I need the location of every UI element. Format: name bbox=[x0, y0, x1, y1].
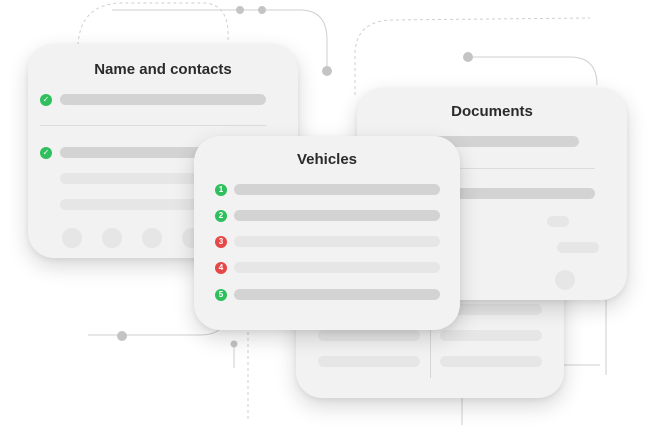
step-2-icon: 2 bbox=[215, 210, 227, 222]
step-4-icon: 4 bbox=[215, 262, 227, 274]
vehicle-row-bar[interactable] bbox=[234, 236, 440, 247]
step-5-icon: 5 bbox=[215, 289, 227, 301]
placeholder-bar bbox=[318, 356, 420, 367]
placeholder-bar bbox=[557, 242, 599, 253]
section-divider bbox=[407, 168, 595, 169]
placeholder-bar bbox=[547, 216, 569, 227]
placeholder-bar bbox=[407, 136, 579, 147]
vehicle-row-bar[interactable] bbox=[234, 289, 440, 300]
card-title: Documents bbox=[451, 103, 533, 120]
placeholder-dot bbox=[62, 228, 82, 248]
placeholder-bar bbox=[60, 199, 230, 210]
step-1-icon: 1 bbox=[215, 184, 227, 196]
card-title: Name and contacts bbox=[94, 61, 232, 78]
section-divider bbox=[40, 125, 266, 126]
card-title: Vehicles bbox=[296, 151, 358, 168]
placeholder-bar bbox=[407, 188, 595, 199]
placeholder-bar bbox=[440, 330, 542, 341]
placeholder-bar bbox=[60, 94, 266, 105]
placeholder-bar bbox=[440, 304, 542, 315]
vehicle-row-bar[interactable] bbox=[234, 184, 440, 195]
placeholder-bar bbox=[60, 173, 230, 184]
placeholder-dot bbox=[142, 228, 162, 248]
placeholder-dot bbox=[102, 228, 122, 248]
check-circle-icon: ✓ bbox=[40, 147, 52, 159]
vehicle-row-bar[interactable] bbox=[234, 262, 440, 273]
vehicles-card[interactable]: Vehicles 1 2 3 4 5 bbox=[194, 136, 460, 330]
step-3-icon: 3 bbox=[215, 236, 227, 248]
placeholder-bar bbox=[440, 356, 542, 367]
placeholder-bar bbox=[60, 147, 230, 158]
column-divider bbox=[430, 316, 431, 378]
check-circle-icon: ✓ bbox=[40, 94, 52, 106]
vehicle-row-bar[interactable] bbox=[234, 210, 440, 221]
placeholder-dot bbox=[555, 270, 575, 290]
placeholder-bar bbox=[318, 330, 420, 341]
